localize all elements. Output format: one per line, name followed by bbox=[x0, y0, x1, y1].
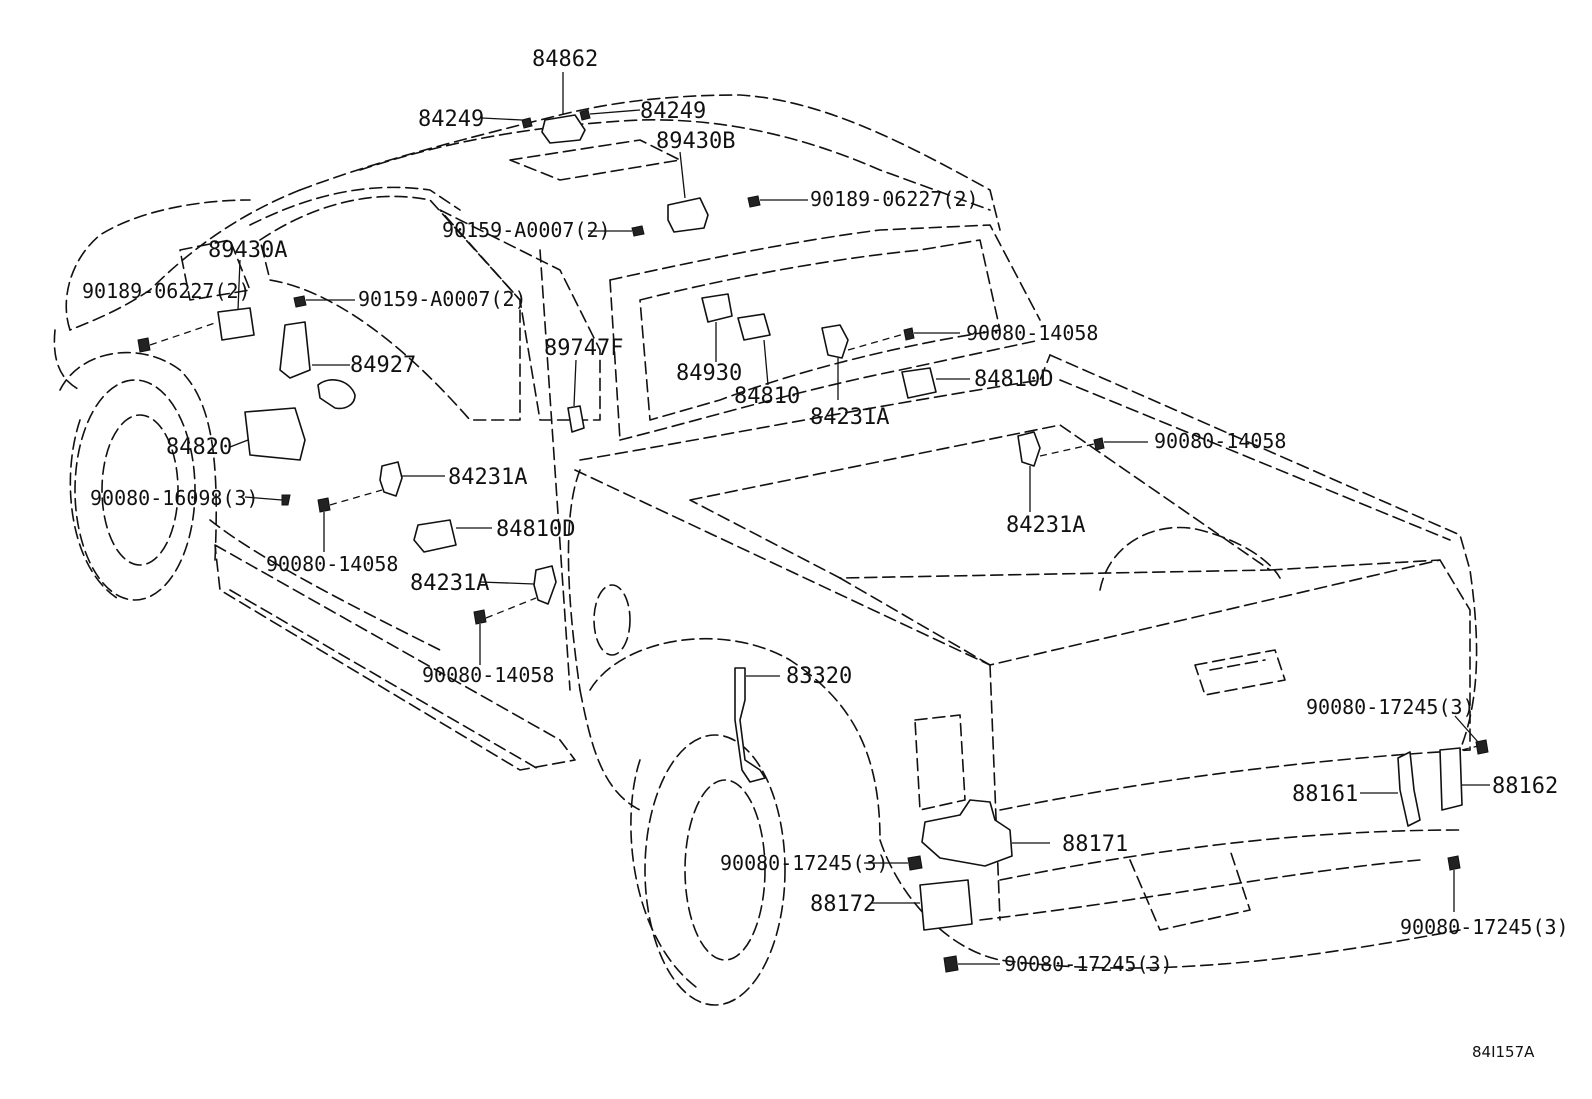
part-88162-shape bbox=[1439, 747, 1463, 811]
label-83320: 83320 bbox=[786, 664, 852, 689]
label-89747F: 89747F bbox=[544, 336, 623, 361]
label-90159-A0007-left: 90159-A0007(2) bbox=[358, 287, 527, 311]
part-84231A-lower-shape bbox=[533, 565, 557, 605]
label-90080-14058-d: 90080-14058 bbox=[422, 663, 554, 687]
label-88172: 88172 bbox=[810, 892, 876, 917]
part-83320-shape bbox=[734, 667, 766, 783]
part-84231A-left-shape bbox=[379, 461, 403, 497]
part-84810-shape bbox=[737, 313, 771, 341]
label-84231A-right: 84231A bbox=[1006, 513, 1085, 538]
label-84249-right: 84249 bbox=[640, 99, 706, 124]
label-84930: 84930 bbox=[676, 361, 742, 386]
part-labels: 84862 84249 84249 89430B 90189-06227(2) … bbox=[82, 47, 1569, 1061]
part-88172-shape bbox=[919, 879, 973, 931]
part-84927-shape bbox=[279, 321, 311, 379]
label-84927: 84927 bbox=[350, 353, 416, 378]
label-84810D-left: 84810D bbox=[496, 517, 575, 542]
label-90080-14058-c: 90080-14058 bbox=[1154, 429, 1286, 453]
label-88162: 88162 bbox=[1492, 774, 1558, 799]
part-89747F-shape bbox=[567, 405, 585, 433]
label-84862: 84862 bbox=[532, 47, 598, 72]
label-89430B: 89430B bbox=[656, 129, 735, 154]
label-84810: 84810 bbox=[734, 384, 800, 409]
label-90080-14058-a: 90080-14058 bbox=[966, 321, 1098, 345]
label-90189-06227-top: 90189-06227(2) bbox=[810, 187, 979, 211]
label-90189-06227-left: 90189-06227(2) bbox=[82, 279, 251, 303]
part-89430B-shape bbox=[667, 197, 709, 233]
label-84810D-right: 84810D bbox=[974, 367, 1053, 392]
part-84231A-right-shape bbox=[1017, 431, 1041, 467]
diagram-reference-code: 84I157A bbox=[1472, 1043, 1535, 1061]
label-89430A: 89430A bbox=[208, 238, 287, 263]
label-90080-14058-b: 90080-14058 bbox=[266, 552, 398, 576]
label-84231A-center: 84231A bbox=[810, 405, 889, 430]
label-84249-left: 84249 bbox=[418, 107, 484, 132]
label-88161: 88161 bbox=[1292, 782, 1358, 807]
part-88171-shape bbox=[921, 799, 1013, 867]
label-90159-A0007-top: 90159-A0007(2) bbox=[442, 218, 611, 242]
part-84930-shape bbox=[701, 293, 733, 323]
label-90080-17245-a: 90080-17245(3) bbox=[1306, 695, 1475, 719]
label-84231A-lower: 84231A bbox=[410, 571, 489, 596]
part-84820-shape bbox=[244, 407, 306, 461]
label-90080-17245-b: 90080-17245(3) bbox=[720, 851, 889, 875]
label-90080-16098: 90080-16098(3) bbox=[90, 486, 259, 510]
part-shapes bbox=[137, 109, 1489, 973]
label-84820: 84820 bbox=[166, 435, 232, 460]
part-84231A-center-shape bbox=[821, 324, 849, 359]
label-90080-17245-c: 90080-17245(3) bbox=[1004, 952, 1173, 976]
part-84810D-left-shape bbox=[413, 519, 457, 553]
truck-outline bbox=[53, 94, 1478, 1006]
label-88171: 88171 bbox=[1062, 832, 1128, 857]
part-84862-shape bbox=[541, 114, 586, 144]
part-88161-shape bbox=[1397, 751, 1421, 827]
leader-lines bbox=[149, 72, 1490, 965]
label-84231A-left: 84231A bbox=[448, 465, 527, 490]
part-84810D-right-shape bbox=[901, 367, 937, 399]
part-89430A-shape bbox=[217, 307, 255, 341]
label-90080-17245-d: 90080-17245(3) bbox=[1400, 915, 1569, 939]
